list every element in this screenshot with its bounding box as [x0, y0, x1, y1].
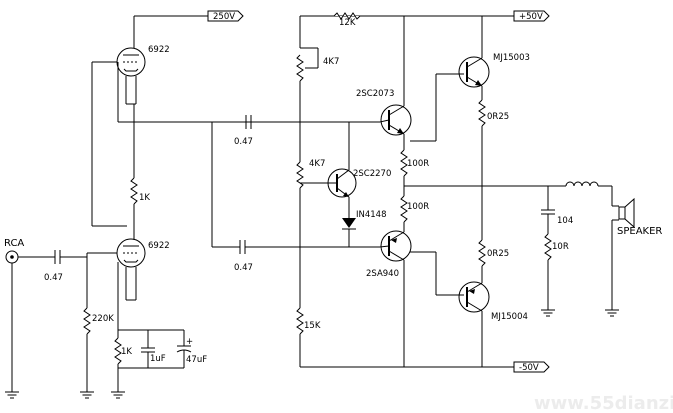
- svg-text:2SC2073: 2SC2073: [356, 89, 394, 99]
- svg-text:100R: 100R: [407, 202, 429, 212]
- rca-input-jack: RCA: [4, 238, 24, 264]
- transistor-mj15004: MJ15004: [458, 281, 528, 322]
- transistor-2sc2073: 2SC2073: [356, 89, 412, 136]
- resistor-100r-upper: 100R: [400, 149, 429, 177]
- resistor-4k7-mid: 4K7: [296, 159, 325, 189]
- svg-text:2SC2270: 2SC2270: [353, 169, 391, 179]
- resistor-12k: 12K: [333, 12, 361, 28]
- svg-text:MJ15003: MJ15003: [493, 53, 530, 63]
- svg-text:MJ15004: MJ15004: [491, 312, 528, 322]
- svg-text:10R: 10R: [552, 242, 569, 252]
- resistor-0r25-lower: 0R25: [478, 239, 509, 267]
- svg-text:-50V: -50V: [519, 363, 539, 373]
- svg-text:0R25: 0R25: [487, 112, 509, 122]
- capacitor-coupling-lower: 0.47: [234, 240, 253, 273]
- watermark: www.55dianzi.com: [534, 393, 673, 413]
- svg-text:4K7: 4K7: [309, 159, 325, 169]
- svg-text:2SA940: 2SA940: [366, 269, 399, 279]
- svg-text:250V: 250V: [213, 12, 235, 22]
- resistor-1k-bottom: 1K: [114, 337, 132, 365]
- inductor: [565, 181, 599, 187]
- svg-text:0.47: 0.47: [234, 263, 253, 273]
- resistor-100r-lower: 100R: [400, 195, 429, 223]
- svg-text:4K7: 4K7: [323, 57, 339, 67]
- svg-text:47uF: 47uF: [186, 355, 207, 365]
- svg-text:6922: 6922: [148, 45, 170, 55]
- svg-text:12K: 12K: [339, 18, 356, 28]
- svg-text:IN4148: IN4148: [356, 210, 387, 220]
- rail-250v: 250V: [134, 10, 244, 22]
- speaker-icon: SPEAKER: [617, 197, 662, 237]
- resistor-15k: 15K: [296, 307, 321, 335]
- svg-text:1K: 1K: [121, 347, 132, 357]
- svg-text:1uF: 1uF: [150, 354, 166, 364]
- svg-text:15K: 15K: [304, 321, 321, 331]
- svg-text:+: +: [186, 337, 193, 347]
- transistor-2sc2270: 2SC2270: [327, 168, 391, 198]
- resistor-220k: 220K: [83, 307, 114, 335]
- capacitor-input: 0.47: [44, 250, 63, 283]
- svg-text:104: 104: [557, 216, 573, 226]
- svg-text:100R: 100R: [407, 159, 429, 169]
- svg-text:6922: 6922: [148, 241, 170, 251]
- svg-text:1K: 1K: [139, 193, 150, 203]
- tube-bottom: 6922: [116, 238, 170, 301]
- svg-text:220K: 220K: [92, 314, 114, 324]
- svg-text:0R25: 0R25: [487, 249, 509, 259]
- rail-negative-50v: -50V: [300, 361, 550, 373]
- capacitor-47uf: + 47uF: [176, 330, 207, 368]
- svg-text:RCA: RCA: [4, 238, 24, 249]
- tube-top: 6922: [116, 45, 170, 105]
- transistor-2sa940: 2SA940: [366, 230, 412, 279]
- capacitor-coupling-upper: 0.47: [234, 115, 253, 147]
- resistor-0r25-upper: 0R25: [478, 99, 509, 127]
- resistor-10r: 10R: [544, 233, 569, 261]
- resistor-4k7-top: 4K7: [296, 54, 339, 82]
- transistor-mj15003: MJ15003: [458, 53, 530, 88]
- capacitor-104: 104: [541, 209, 573, 226]
- resistor-1k-mid: 1K: [130, 177, 150, 205]
- svg-text:SPEAKER: SPEAKER: [617, 226, 662, 237]
- svg-text:0.47: 0.47: [234, 137, 253, 147]
- svg-text:0.47: 0.47: [44, 273, 63, 283]
- capacitor-1uf: 1uF: [141, 330, 166, 368]
- svg-text:+50V: +50V: [519, 12, 543, 22]
